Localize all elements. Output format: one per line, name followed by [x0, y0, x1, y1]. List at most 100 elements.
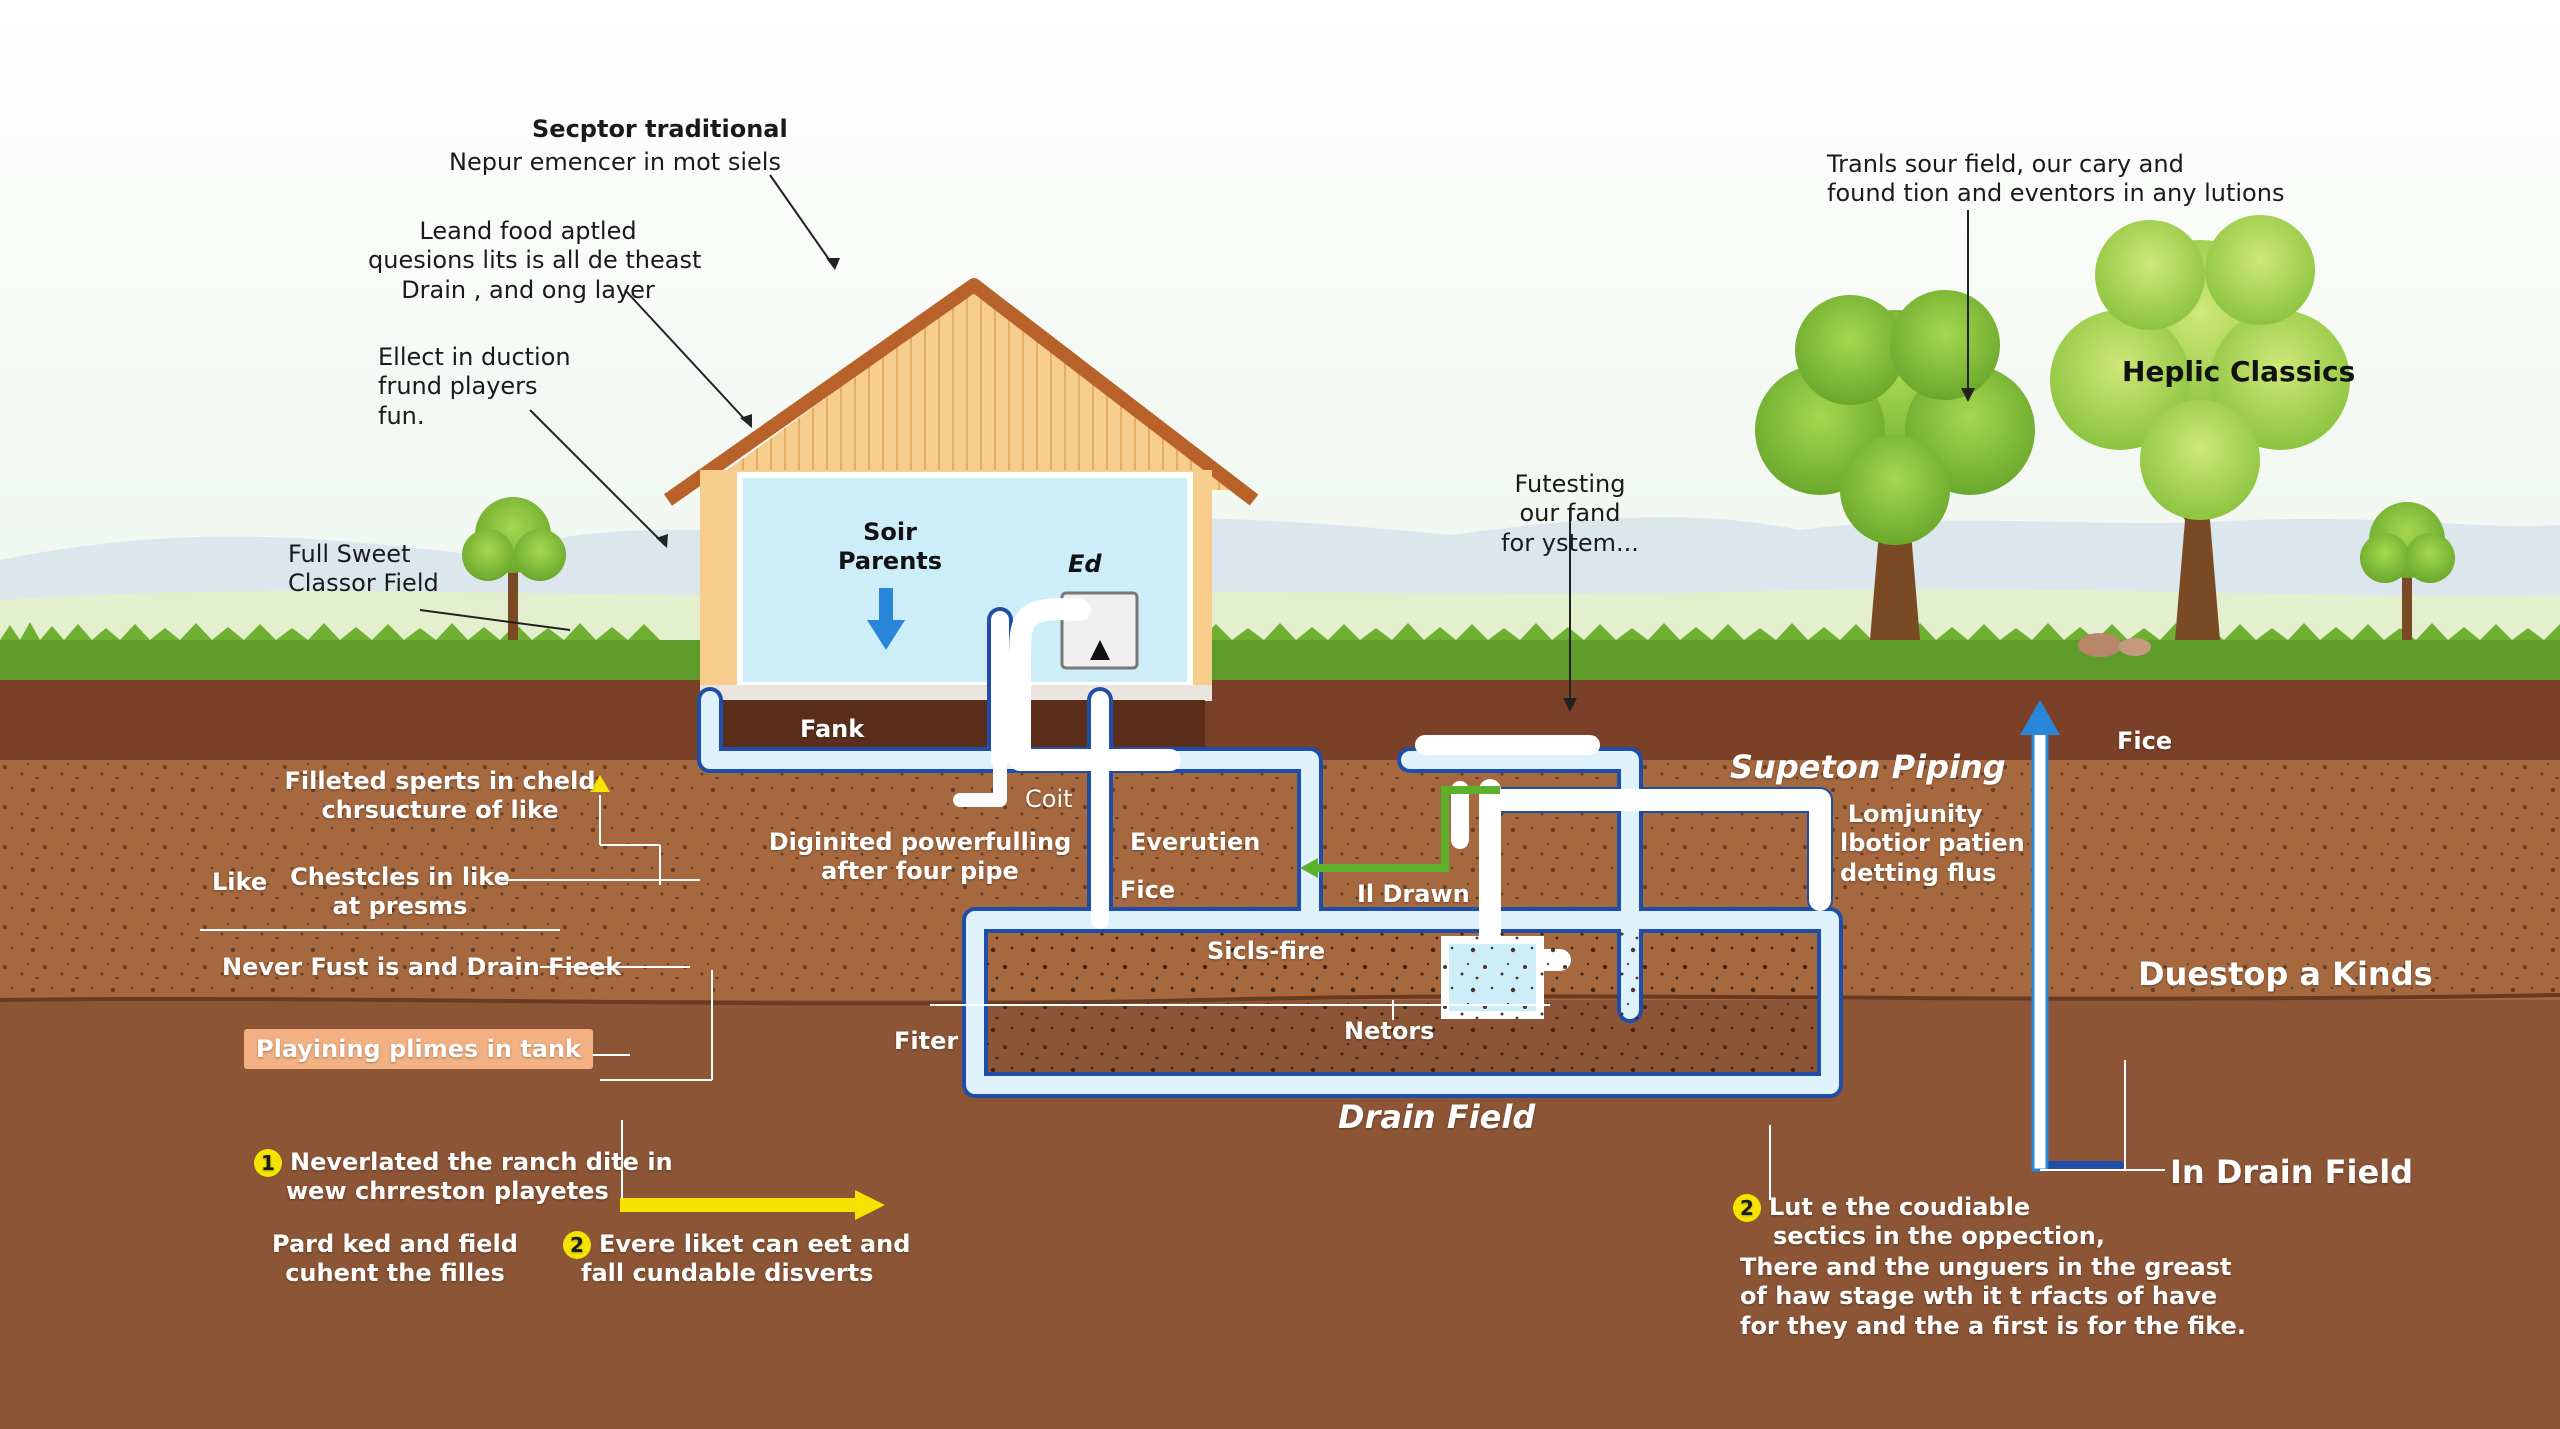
fank-label: Fank	[800, 715, 865, 743]
pard-line-2: cuhent the filles	[285, 1259, 505, 1288]
step-2b-note: 2 Lut e the coudiable sectics in the oppe…	[1733, 1193, 2105, 1252]
filleted-line-1: Filleted sperts in cheld	[284, 767, 596, 795]
never-label: Never Fust is and Drain Fieek	[222, 953, 622, 981]
futesting-line-1: Futesting	[1514, 470, 1626, 498]
there-line-1: There and the unguers in the greast	[1740, 1253, 2232, 1281]
rock	[2119, 638, 2151, 656]
soir-text: Soir	[863, 518, 917, 546]
sector-title-strong: Secptor traditional	[532, 115, 788, 143]
there-note: There and the unguers in the greast of h…	[1740, 1253, 2246, 1341]
lead-line-2: quesions lits is all de theast	[368, 246, 702, 275]
ed-label: Ed	[1068, 550, 1102, 578]
digi-note: Diginited powerfulling after four pipe	[760, 828, 1080, 887]
duestop-label: Duestop a Kinds	[2138, 955, 2433, 993]
fice-right-label: Fice	[2117, 727, 2173, 755]
coit-label: Coit	[1025, 785, 1073, 813]
yellow-arrow	[620, 1190, 885, 1220]
leader-lines	[419, 174, 1969, 705]
yellow-small-arrow	[590, 775, 610, 792]
full-line-1: Full Sweet	[288, 540, 411, 568]
leader-arrow-heads	[656, 258, 1975, 712]
supeton-label: Supeton Piping	[1730, 748, 2006, 786]
elect-line-3: fun.	[378, 401, 425, 430]
drain-field-label: Drain Field	[1338, 1098, 1536, 1136]
lomjunity-note: Lomjunity lbotior patien detting flus	[1840, 800, 2025, 888]
lomjunity-line-3: detting flus	[1840, 858, 1997, 887]
like-label: Like	[212, 868, 268, 896]
ed-up-arrow	[1090, 640, 1110, 660]
elect-note: Ellect in duction frund players fun.	[378, 343, 571, 431]
step-2b-line-1: 2 Lut e the coudiable	[1733, 1193, 2105, 1222]
playining-tag: Playining plimes in tank	[244, 1029, 594, 1069]
chestcles-line-2: at presms	[332, 892, 468, 921]
drain-field-bed	[985, 930, 1820, 1075]
chestcles-line-1: Chestcles in like	[290, 863, 510, 891]
trans-line-2: found tion and eventors in any lutions	[1827, 179, 2285, 208]
sector-sub: Nepur emencer in mot siels	[449, 148, 781, 176]
lead-note: Leand food aptled quesions lits is all d…	[368, 217, 702, 305]
grass-strip	[0, 640, 2560, 680]
full-line-2: Classor Field	[288, 569, 439, 598]
in-drain-field-label: In Drain Field	[2170, 1153, 2414, 1191]
step-1-line-1: 1 Neverlated the ranch dite in	[254, 1148, 673, 1177]
step-2-note: 2 Evere liket can eet and fall cundable d…	[563, 1230, 910, 1289]
step-2b-badge: 2	[1733, 1194, 1761, 1222]
step-2-line-1: 2 Evere liket can eet and	[563, 1230, 910, 1259]
small-tree-left	[462, 497, 566, 640]
roof-edge	[663, 278, 1259, 506]
blue-down-arrow	[867, 588, 905, 650]
lomjunity-line-1: Lomjunity	[1847, 800, 1983, 828]
step-2b-line-2: sectics in the oppection,	[1773, 1222, 2105, 1251]
there-line-2: of haw stage wth it t rfacts of have	[1740, 1282, 2218, 1311]
chestcles-note: Chestcles in like at presms	[290, 863, 510, 922]
large-tree	[1755, 290, 2035, 640]
trans-line-1: Tranls sour field, our cary and	[1827, 150, 2184, 178]
trans-note: Tranls sour field, our cary and found ti…	[1827, 150, 2284, 209]
grass-blades	[0, 622, 660, 640]
rock	[2078, 633, 2122, 657]
lead-line-3: Drain , and ong layer	[401, 275, 655, 304]
fice-mid-label: Fice	[1120, 876, 1176, 904]
blue-up-arrow	[2020, 700, 2060, 1172]
digi-line-1: Diginited powerfulling	[768, 828, 1072, 856]
step-1-text-1: Neverlated the ranch dite in	[290, 1148, 673, 1176]
futesting-line-2: our fand	[1519, 499, 1621, 528]
heplic-label: Heplic Classics	[2122, 355, 2356, 388]
filleted-line-2: chrsucture of like	[321, 796, 559, 825]
futesting-note: Futesting our fand for ystem...	[1500, 470, 1640, 558]
house-foundation	[700, 685, 1212, 701]
sicls-label: Sicls-fire	[1207, 937, 1326, 965]
roof-gable	[700, 290, 1245, 490]
elect-line-2: frund players	[378, 372, 538, 401]
green-arrow-head	[1300, 858, 1318, 878]
netors-label: Netors	[1344, 1017, 1435, 1045]
digi-line-2: after four pipe	[821, 857, 1019, 886]
sector-title: Secptor traditional	[532, 115, 788, 144]
full-note: Full Sweet Classor Field	[288, 540, 439, 599]
playining-text: Playining plimes in tank	[244, 1029, 594, 1069]
futesting-line-3: for ystem...	[1501, 528, 1639, 557]
step-2-badge: 2	[563, 1231, 591, 1259]
green-pipe	[1310, 786, 1500, 872]
small-tree-right	[2360, 502, 2455, 640]
pard-line-1: Pard ked and field	[272, 1230, 518, 1258]
lead-line-1: Leand food aptled	[419, 217, 637, 245]
there-line-3: for they and the a first is for the fike…	[1740, 1311, 2246, 1340]
filleted-note: Filleted sperts in cheld chrsucture of l…	[270, 767, 610, 826]
everutien-label: Everutien	[1130, 828, 1261, 856]
step-2-line-2: fall cundable disverts	[581, 1259, 874, 1288]
grass-blades-right	[1200, 623, 2560, 640]
step-1-badge: 1	[254, 1149, 282, 1177]
pipe-network	[697, 598, 2124, 1169]
house-label-soir: Soir Parents	[820, 518, 960, 577]
pard-note: Pard ked and field cuhent the filles	[270, 1230, 520, 1289]
medium-tree-right	[2050, 215, 2350, 640]
house	[663, 278, 1259, 770]
parents-text: Parents	[837, 547, 943, 576]
step-2b-text-1: Lut e the coudiable	[1769, 1193, 2031, 1221]
lomjunity-line-2: lbotior patien	[1840, 829, 2025, 858]
fiter-label: Fiter	[894, 1027, 959, 1055]
step-2-text-1: Evere liket can eet and	[599, 1230, 911, 1258]
